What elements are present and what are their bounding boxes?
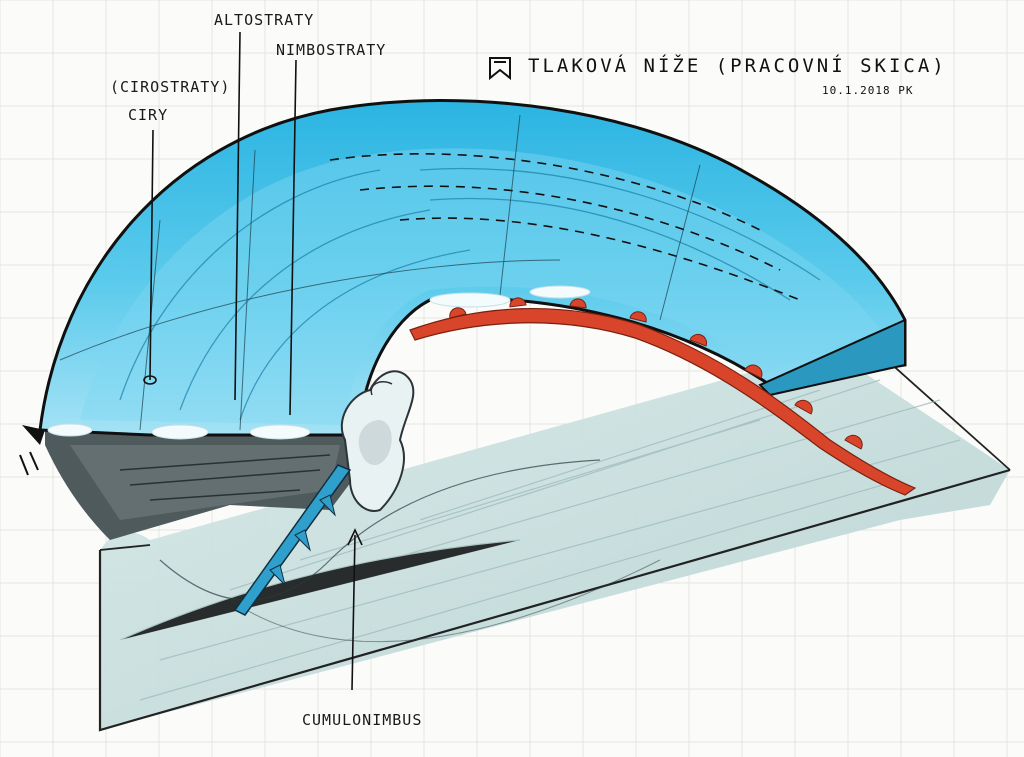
label-cumulonimbus: CUMULONIMBUS [302, 711, 422, 729]
label-cirrostratus: (CIROSTRATY) [110, 78, 230, 96]
label-nimbostratus: NIMBOSTRATY [276, 41, 386, 59]
label-altostratus: ALTOSTRATY [214, 11, 314, 29]
sketch-title: TLAKOVÁ NÍŽE (PRACOVNÍ SKICA) [528, 54, 947, 77]
title-mark-icon [489, 57, 511, 81]
cloud-base-shadow [45, 430, 360, 540]
label-leaders [143, 31, 363, 691]
left-edge-mark [22, 425, 45, 445]
left-tick-marks [19, 451, 39, 476]
ground-plane [98, 344, 1011, 732]
cold-front [233, 464, 352, 616]
cumulonimbus-tower [340, 370, 415, 512]
label-cirrus: CIRY [128, 106, 168, 124]
warm-front [409, 297, 917, 496]
cloud-shield [38, 98, 907, 440]
sketch-signature: 10.1.2018 PK [822, 84, 913, 97]
